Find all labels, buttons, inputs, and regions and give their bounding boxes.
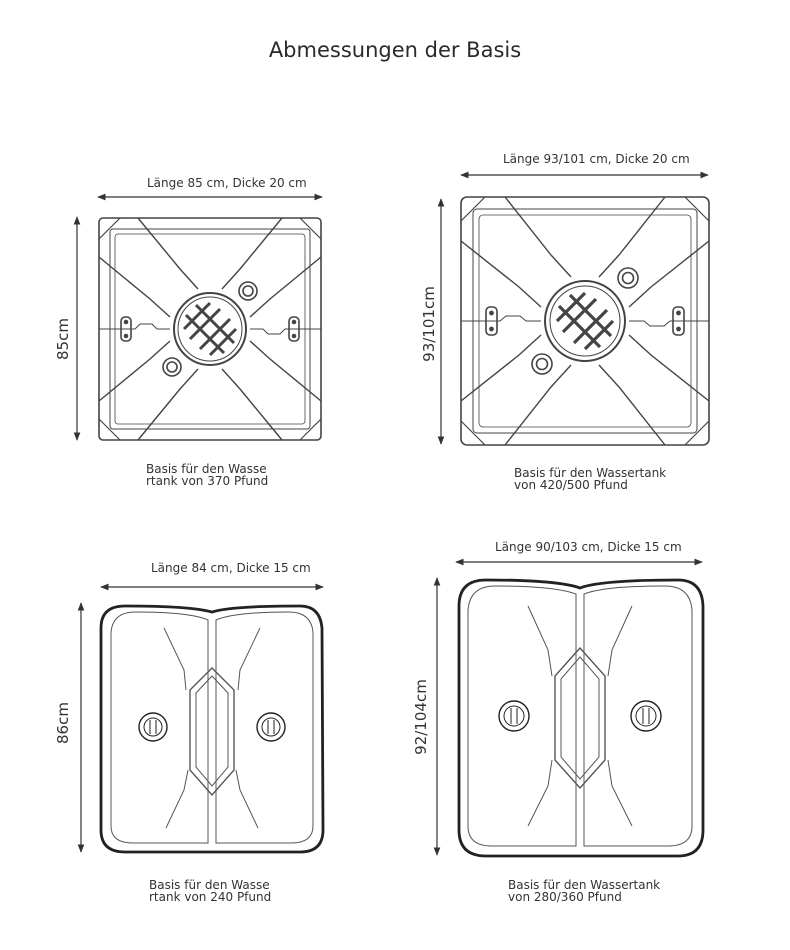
base-4-width-label: Länge 90/103 cm, Dicke 15 cm (495, 540, 682, 554)
base-3-width-label: Länge 84 cm, Dicke 15 cm (151, 561, 311, 575)
base-1-drawing (98, 217, 322, 441)
base-1-width-label: Länge 85 cm, Dicke 20 cm (147, 176, 307, 190)
page-title: Abmessungen der Basis (268, 38, 522, 62)
base-2-width-label: Länge 93/101 cm, Dicke 20 cm (503, 152, 690, 166)
base-4-drawing (457, 578, 705, 858)
base-3-drawing (99, 604, 325, 854)
base-2-drawing (460, 196, 710, 446)
